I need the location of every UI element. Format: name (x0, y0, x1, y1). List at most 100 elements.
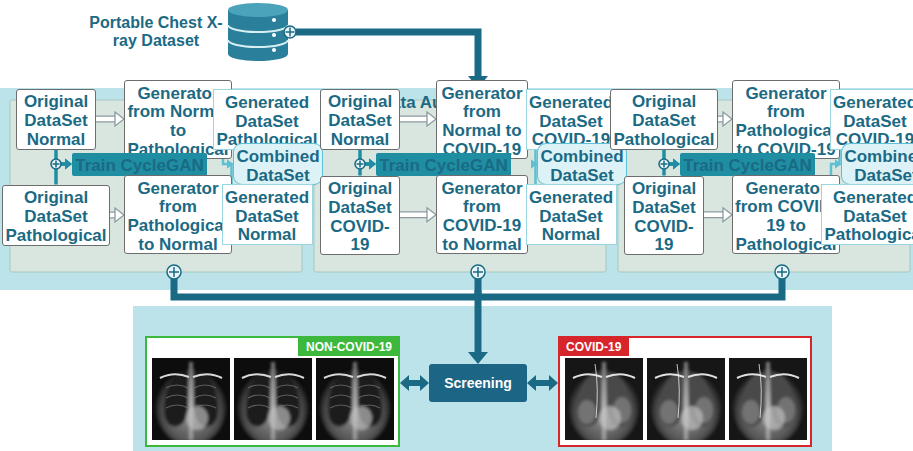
flow-arrow (704, 208, 732, 222)
flow-arrow (400, 208, 436, 222)
xray-image (729, 358, 807, 446)
generated-box: Generated DataSet Normal (222, 184, 313, 245)
node-label: Generated DataSet Normal (225, 189, 310, 245)
node-label: COVID-19 (560, 338, 629, 356)
arrow-head (427, 112, 436, 126)
node-label: Original DataSet Pathological (5, 189, 107, 245)
node-label: Generated DataSet COVID-19 (833, 94, 913, 150)
arrow-head (527, 375, 536, 391)
merge-symbol (775, 265, 789, 279)
frame-ground (145, 336, 400, 447)
generated-box: Generated DataSet COVID-19 (526, 89, 617, 150)
train-button: Train CycleGAN (376, 153, 511, 176)
flow-arrow (527, 375, 558, 391)
flow-arrow (110, 208, 124, 222)
flow-arrow (400, 375, 429, 391)
node-label: Combined DataSet (540, 148, 624, 185)
arrow-line (296, 32, 478, 77)
augmentation-band: Data AugmentationOriginal DataSet Normal… (0, 88, 913, 290)
arrow-line (408, 380, 421, 386)
dataset-box: Original DataSet Normal (320, 89, 400, 150)
arrow-line (400, 116, 428, 123)
dataset-box: Original DataSet Pathological (610, 89, 718, 150)
frame-ground (558, 336, 812, 447)
merge-symbol (284, 26, 296, 38)
arrow-head (369, 159, 376, 170)
result-frame: COVID-19 (558, 336, 812, 447)
dataset-box: Original DataSet Pathological (2, 185, 110, 246)
xray-image (152, 358, 230, 446)
arrow-head (369, 159, 376, 170)
node-label: Generator from COVID-19 to Normal (439, 180, 525, 255)
flow-arrow (468, 290, 488, 364)
arrow-head (427, 208, 436, 222)
arrow-head (723, 208, 732, 222)
generator-box: Generator from Normal to COVID-19 (436, 80, 528, 159)
merge-symbol (51, 159, 61, 169)
generator-box: Generator from Pathological to Normal (124, 175, 232, 254)
node-label: Generated DataSet COVID-19 (529, 94, 614, 150)
node-label: Original DataSet Normal (19, 93, 93, 149)
arrow-line (400, 211, 428, 218)
node-label: Train CycleGAN (75, 157, 204, 176)
arrow-head (115, 208, 124, 222)
node-label: Original DataSet COVID-19 (627, 180, 701, 255)
xray-image (565, 358, 643, 446)
arrow-head (673, 159, 680, 170)
flow-arrow (96, 112, 124, 126)
arrow-head (65, 159, 72, 170)
xray-image (316, 358, 394, 446)
node-label: Generated DataSet Pathological (824, 189, 913, 245)
node-label: Original DataSet Normal (323, 93, 397, 149)
combined-pill: Combined DataSet (233, 143, 323, 185)
node-label: Portable Chest X-ray Dataset (88, 14, 224, 49)
arrow-line (96, 116, 116, 123)
node-label: Generator from Normal to COVID-19 (439, 85, 525, 160)
result-frame: NON-COVID-19 (145, 336, 400, 447)
xray-image (234, 358, 312, 446)
node-label: Combined DataSet (236, 148, 320, 185)
combined-pill: Combined DataSet (841, 143, 913, 185)
arrow-head (468, 352, 488, 364)
generated-box: Generated DataSet Normal (526, 184, 617, 245)
node-label: Original DataSet Pathological (613, 93, 715, 149)
generated-box: Generated DataSet Pathological (821, 184, 913, 245)
merge-symbol (659, 159, 669, 169)
node-label: Generated DataSet Normal (529, 189, 614, 245)
flow-arrow (400, 112, 436, 126)
node-label: Train CycleGAN (379, 157, 508, 176)
arrow-head (420, 375, 429, 391)
arrow-line (400, 213, 428, 218)
arrow-line (96, 117, 116, 122)
screening-ground (133, 306, 832, 451)
generated-box: Generated DataSet COVID-19 (830, 89, 913, 150)
generated-box: Generated DataSet Pathological (213, 89, 321, 150)
dataset-box: Original DataSet COVID-19 (624, 176, 704, 255)
arrow-line (704, 211, 724, 218)
merge-symbol (471, 265, 485, 279)
flow-arrow (718, 112, 732, 126)
merge-symbol (355, 159, 365, 169)
screening-box: Screening (429, 364, 527, 402)
node-label: NON-COVID-19 (298, 338, 398, 356)
node-label: Generator from Pathological to COVID-19 (735, 85, 837, 160)
node-label: Generator from Pathological to Normal (127, 180, 229, 255)
arrow-head (65, 159, 72, 170)
train-button: Train CycleGAN (680, 153, 815, 176)
generator-box: Generator from COVID-19 to Normal (436, 175, 528, 254)
database-icon (228, 3, 288, 61)
node-label: Combined DataSet (844, 148, 913, 185)
node-label: Original DataSet COVID-19 (323, 180, 397, 255)
arrow-line (400, 117, 428, 122)
dataset-box: Original DataSet COVID-19 (320, 176, 400, 255)
xray-image (647, 358, 725, 446)
dataset-box: Original DataSet Normal (16, 89, 96, 150)
generator-box: Generator from Pathological to COVID-19 (732, 80, 840, 159)
node-label: Train CycleGAN (683, 157, 812, 176)
arrow-head (549, 375, 558, 391)
arrow-head (400, 375, 409, 391)
node-label: Generated DataSet Pathological (216, 94, 318, 150)
merge-symbol (167, 265, 181, 279)
arrow-head (673, 159, 680, 170)
train-button: Train CycleGAN (72, 153, 207, 176)
